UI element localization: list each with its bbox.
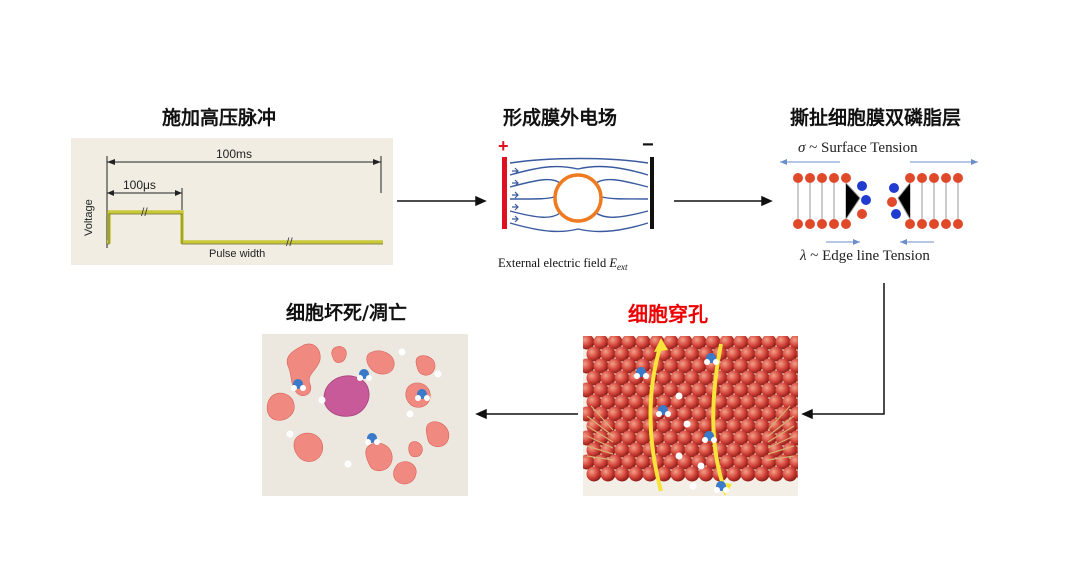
- positive-plate: [502, 157, 507, 229]
- bilayer-tension-panel: σ ~ Surface Tension: [780, 132, 990, 272]
- lipid-tails: [586, 405, 795, 461]
- step-title-field: 形成膜外电场: [503, 107, 618, 129]
- debris-blobs: [266, 343, 450, 485]
- bilayer-tension-diagram: σ ~ Surface Tension: [780, 140, 978, 264]
- debris-molecules: [286, 348, 442, 468]
- electric-field-diagram: + − External electric field Eext: [498, 135, 654, 272]
- step-title-pulse: 施加高压脉冲: [162, 107, 277, 129]
- negative-plate: [650, 157, 654, 229]
- y-axis-label: Voltage: [83, 199, 95, 236]
- plus-sign: +: [498, 136, 509, 156]
- minus-sign: −: [642, 135, 654, 156]
- flow-arrow-left: [648, 343, 663, 492]
- width-label: 100μs: [123, 178, 156, 192]
- electric-field-panel: + − External electric field Eext: [490, 135, 670, 275]
- cell-death-panel: [262, 334, 468, 496]
- pulse-width-label: Pulse width: [209, 248, 265, 260]
- field-lines: [509, 157, 649, 233]
- svg-text://: //: [286, 235, 293, 249]
- ion-molecules: [634, 353, 729, 493]
- period-label: 100ms: [216, 147, 252, 161]
- pore-panel: [583, 336, 798, 496]
- cell-ring: [553, 173, 603, 223]
- lipid-bilayer-left: [793, 173, 871, 229]
- svg-text://: //: [141, 205, 148, 219]
- step-title-pore: 细胞穿孔: [628, 302, 708, 326]
- field-caption: External electric field Eext: [498, 256, 628, 272]
- pore-diagram: [583, 336, 798, 496]
- arrow-tension-to-pore: [810, 283, 885, 415]
- lipid-bilayer-right: [887, 173, 963, 229]
- step-title-tension: 撕扯细胞膜双磷脂层: [790, 107, 962, 129]
- cell-debris-diagram: [266, 343, 450, 485]
- pulse-waveform-panel: 100ms 100μs Voltage // // Pulse width: [71, 138, 393, 265]
- edge-tension-label: λ ~ Edge line Tension: [799, 248, 930, 264]
- membrane-spheres: [583, 336, 798, 482]
- pulse-waveform: 100ms 100μs Voltage // // Pulse width: [83, 147, 383, 260]
- step-title-death: 细胞坏死/凋亡: [286, 302, 407, 324]
- surface-tension-label: σ ~ Surface Tension: [798, 140, 918, 156]
